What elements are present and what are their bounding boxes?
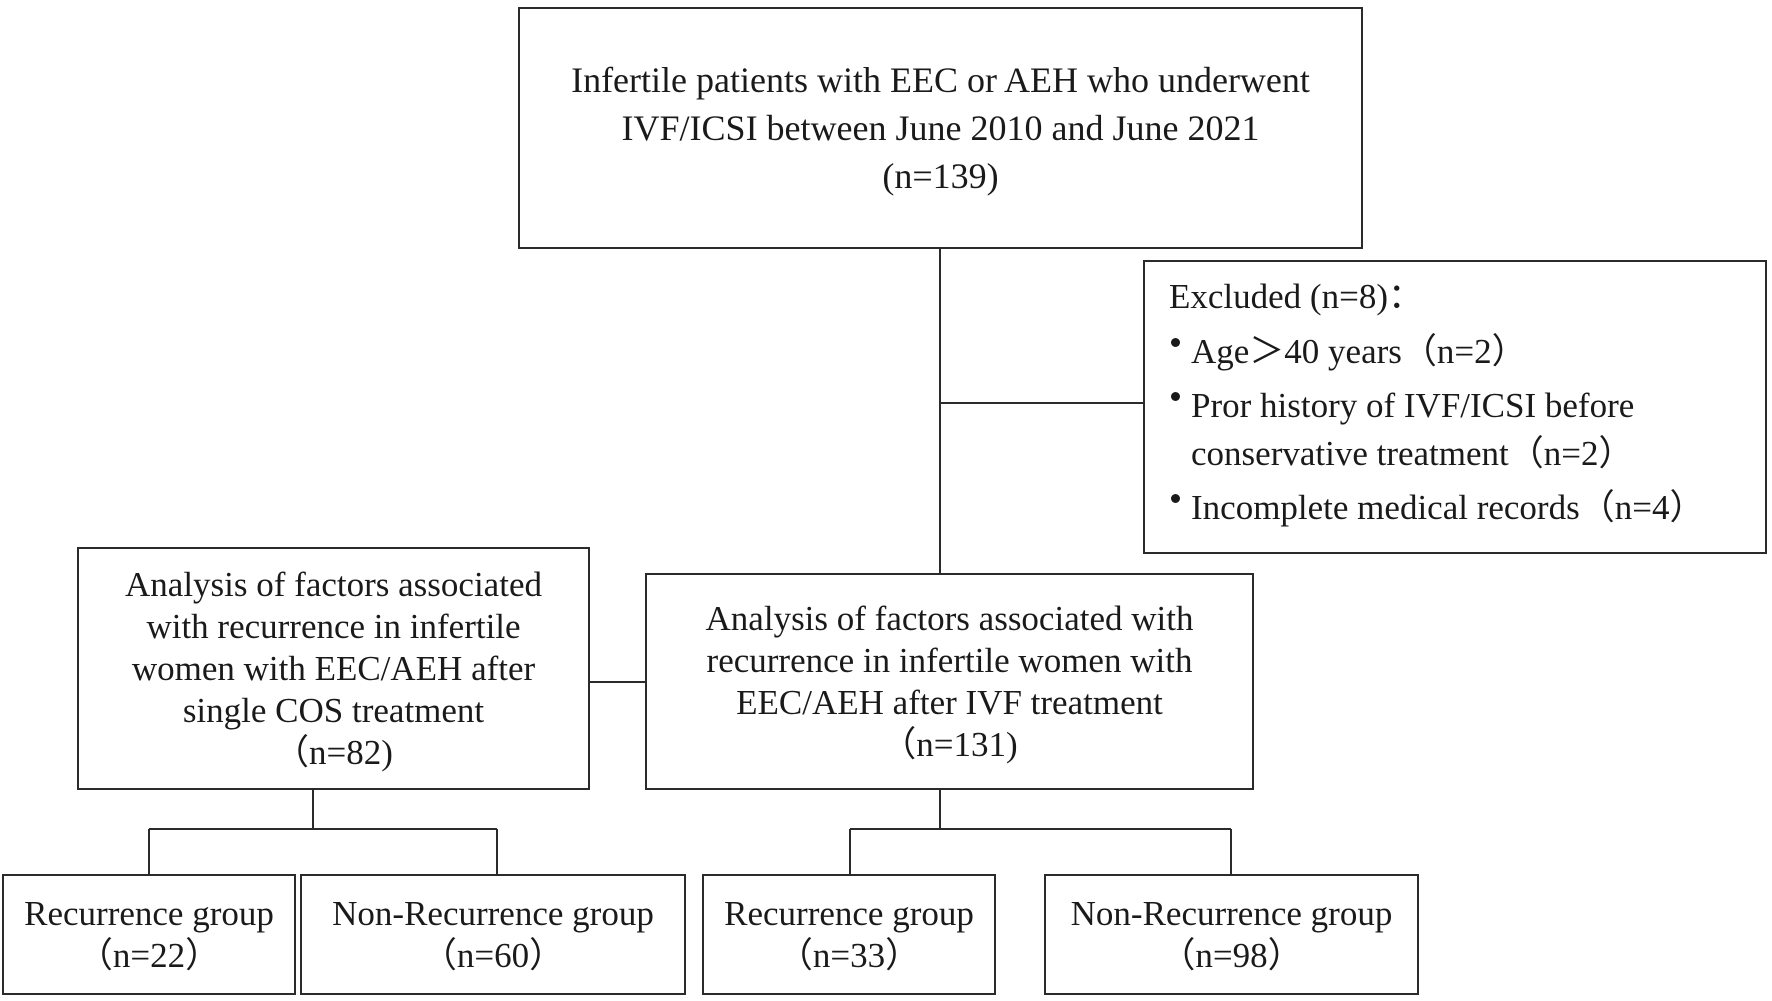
bullet-icon [1171, 392, 1180, 401]
bullet-icon [1171, 494, 1180, 503]
box-cos-analysis-line: single COS treatment [182, 690, 485, 730]
group-label: Recurrence group [724, 893, 974, 933]
box-ivf-analysis-line: EEC/AEH after IVF treatment [736, 682, 1163, 722]
box-cos-analysis: Analysis of factors associated with recu… [77, 547, 590, 790]
group-count: （n=22） [77, 935, 221, 975]
box-ivf-nonrecurrence-group: Non-Recurrence group （n=98） [1044, 874, 1419, 995]
excluded-item-text-continued: conservative treatment（n=2） [1191, 434, 1634, 473]
excluded-item: Incomplete medical records（n=4） [1169, 484, 1704, 532]
excluded-item: Pror history of IVF/ICSI before conserva… [1169, 382, 1634, 478]
group-label: Non-Recurrence group [332, 893, 654, 933]
excluded-item-text: Incomplete medical records（n=4） [1191, 488, 1705, 527]
box-excluded: Excluded (n=8)： Age＞40 years（n=2） Pror h… [1143, 260, 1767, 554]
excluded-item-text: Pror history of IVF/ICSI before [1191, 386, 1635, 425]
box-ivf-analysis-line: recurrence in infertile women with [706, 640, 1193, 680]
group-count: （n=98） [1160, 935, 1303, 975]
excluded-item-text: Age＞40 years（n=2） [1191, 332, 1527, 371]
box-cos-nonrecurrence-group: Non-Recurrence group （n=60） [300, 874, 686, 995]
box-initial-cohort-line: IVF/ICSI between June 2010 and June 2021 [621, 108, 1260, 148]
box-ivf-analysis: Analysis of factors associated with recu… [645, 573, 1254, 790]
box-cos-analysis-line: women with EEC/AEH after [131, 648, 536, 688]
box-ivf-analysis-line: Analysis of factors associated with [705, 598, 1194, 638]
group-count: （n=33） [777, 935, 921, 975]
box-cos-recurrence-group: Recurrence group （n=22） [2, 874, 296, 995]
group-label: Recurrence group [24, 893, 274, 933]
box-cos-analysis-line: Analysis of factors associated [125, 564, 542, 604]
box-ivf-recurrence-group: Recurrence group （n=33） [702, 874, 996, 995]
box-initial-cohort: Infertile patients with EEC or AEH who u… [518, 7, 1363, 249]
box-initial-cohort-count: (n=139) [882, 156, 999, 196]
box-ivf-analysis-count: （n=131) [881, 724, 1018, 764]
excluded-item: Age＞40 years（n=2） [1169, 328, 1527, 376]
group-count: （n=60） [421, 935, 565, 975]
excluded-title: Excluded (n=8)： [1169, 277, 1423, 316]
group-label: Non-Recurrence group [1070, 893, 1393, 933]
bullet-icon [1171, 338, 1180, 347]
box-cos-analysis-line: with recurrence in infertile [146, 606, 521, 646]
box-initial-cohort-line: Infertile patients with EEC or AEH who u… [571, 60, 1310, 100]
box-cos-analysis-count: （n=82) [274, 732, 393, 772]
